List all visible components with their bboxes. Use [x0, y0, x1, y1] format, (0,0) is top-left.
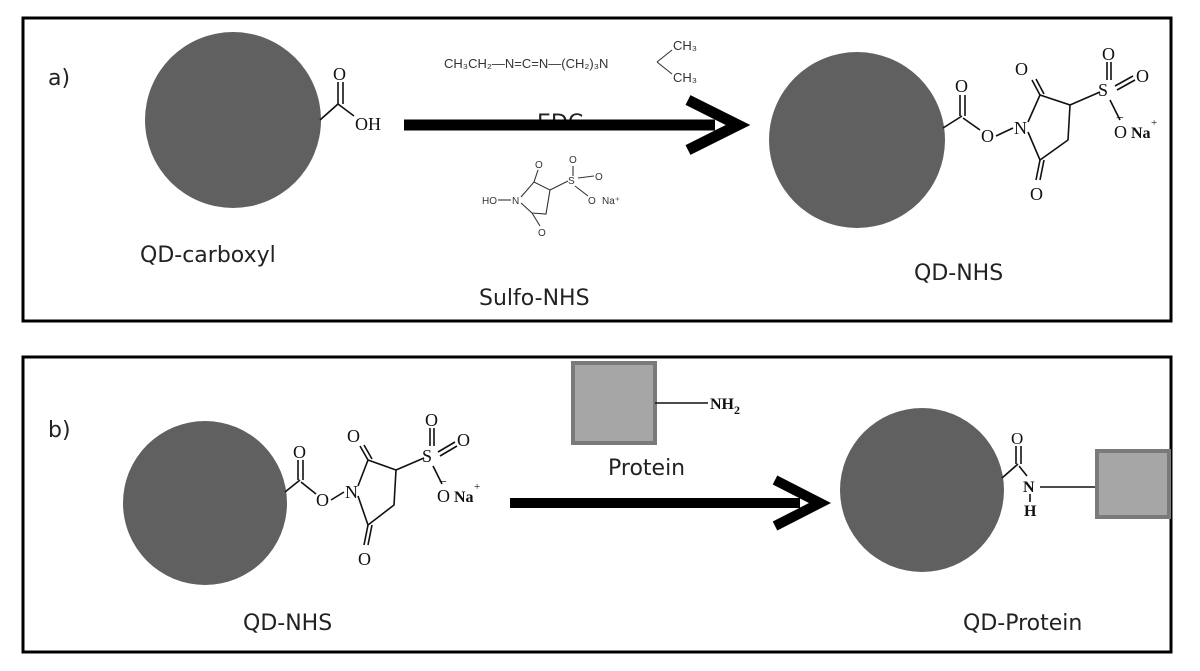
- reaction-arrow-b: [510, 475, 831, 531]
- sulfo-s: S: [568, 176, 575, 187]
- ester-a-o-minus: O: [1114, 122, 1127, 142]
- ester-a-minus-sign: −: [1116, 111, 1124, 126]
- ester-a-s: S: [1098, 80, 1108, 100]
- qd-protein-label: QD-Protein: [963, 611, 1082, 636]
- nhs-ester-b: O O N O O S O O O − Na +: [284, 410, 480, 569]
- amide-n: N: [1023, 479, 1035, 496]
- reaction-arrow-a: [404, 95, 751, 155]
- panel-a-frame: [21, 16, 1173, 323]
- panel-b-tag: b): [48, 418, 71, 443]
- amide-h: H: [1024, 503, 1037, 520]
- sulfo-n: N: [512, 196, 519, 207]
- nhs-ester-a: O O N O O S O O O − Na +: [942, 44, 1157, 204]
- sulfo-na: Na⁺: [602, 196, 620, 207]
- ester-b-o-s2: O: [457, 430, 470, 450]
- sulfo-o-s2: O: [595, 172, 603, 183]
- ester-b-plus-sign: +: [474, 481, 480, 493]
- sulfo-o-bottom: O: [538, 228, 546, 239]
- amide-o: O: [1011, 429, 1023, 448]
- sulfo-nhs-label: Sulfo-NHS: [479, 286, 590, 311]
- sulfo-o-s1: O: [569, 155, 577, 166]
- ester-a-o-carbonyl: O: [955, 76, 968, 96]
- ester-a-plus-sign: +: [1151, 117, 1157, 129]
- ester-b-o-top: O: [347, 426, 360, 446]
- carboxyl-group: O OH: [319, 64, 381, 134]
- qd-nhs-label-b: QD-NHS: [243, 611, 332, 636]
- ester-b-s: S: [422, 446, 432, 466]
- ester-a-o-bottom: O: [1030, 184, 1043, 204]
- sulfo-o-top: O: [535, 160, 543, 171]
- amine-subscript: 2: [734, 403, 740, 417]
- carboxyl-oh: OH: [355, 114, 381, 134]
- qd-carboxyl-label: QD-carboxyl: [140, 243, 276, 268]
- edc-methyl-1: CH₃: [673, 38, 697, 53]
- quantum-dot: [123, 421, 287, 585]
- edc-structure: CH₃CH₂—N=C=N—(CH₂)₃N CH₃ CH₃: [444, 38, 697, 85]
- protein-label: Protein: [608, 456, 685, 481]
- quantum-dot: [769, 52, 945, 228]
- ester-a-o: O: [981, 126, 994, 146]
- amine-nh: NH: [710, 396, 735, 413]
- edc-methyl-2: CH₃: [673, 70, 697, 85]
- quantum-dot: [840, 408, 1004, 572]
- ester-b-o-bottom: O: [358, 549, 371, 569]
- ester-b-n: N: [345, 482, 358, 502]
- ester-b-minus-sign: −: [439, 475, 447, 490]
- panel-a-tag: a): [48, 66, 70, 91]
- quantum-dot: [145, 32, 321, 208]
- protein-block: [571, 361, 657, 445]
- ester-a-o-s2: O: [1136, 66, 1149, 86]
- sulfo-nhs-structure: HO N O O S O O O Na⁺: [482, 155, 620, 239]
- qd-nhs-label-a: QD-NHS: [914, 261, 1003, 286]
- protein-block: [1095, 449, 1171, 519]
- ester-a-n: N: [1014, 118, 1027, 138]
- ester-b-o-carbonyl: O: [293, 442, 306, 462]
- edc-formula: CH₃CH₂—N=C=N—(CH₂)₃N: [444, 56, 608, 71]
- sulfo-o-minus: O: [588, 196, 596, 207]
- carboxyl-o: O: [333, 64, 346, 84]
- ester-b-na: Na: [454, 489, 474, 506]
- sulfo-ho: HO: [482, 196, 497, 207]
- amine-group: NH2: [710, 396, 740, 417]
- ester-a-o-top: O: [1015, 59, 1028, 79]
- ester-a-o-s1: O: [1102, 44, 1115, 64]
- ester-b-o: O: [316, 490, 329, 510]
- ester-b-o-minus: O: [437, 486, 450, 506]
- amide-linkage: O N H: [1001, 429, 1095, 520]
- ester-b-o-s1: O: [425, 410, 438, 430]
- ester-a-na: Na: [1131, 125, 1151, 142]
